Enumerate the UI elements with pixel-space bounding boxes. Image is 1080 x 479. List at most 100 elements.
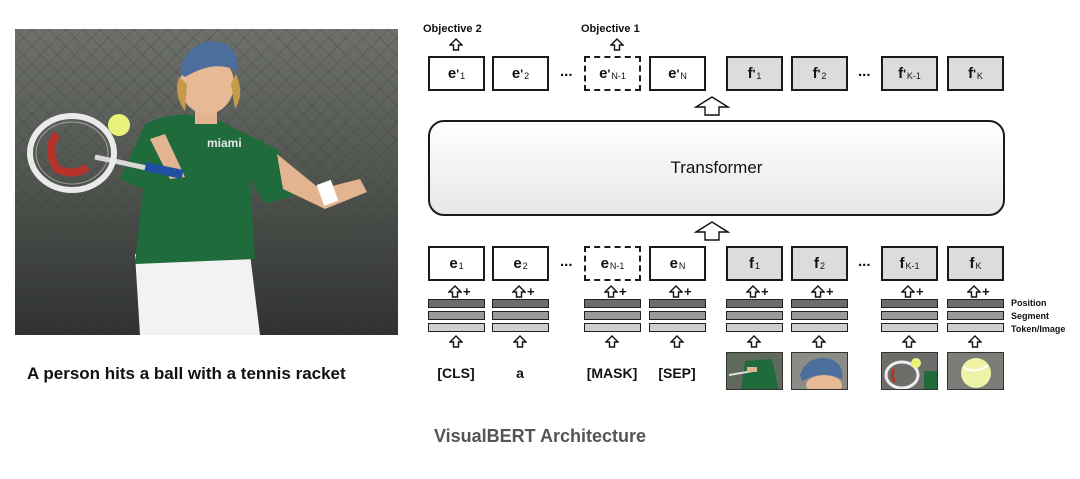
token-prime: ' bbox=[903, 66, 906, 81]
token-base: e bbox=[513, 255, 522, 272]
token-index: 2 bbox=[819, 260, 825, 271]
tennis-photo-illustration: miami bbox=[15, 29, 398, 335]
token-index: K-1 bbox=[905, 260, 920, 271]
embed-sum-arrow-icon bbox=[746, 285, 760, 298]
token-base: f bbox=[747, 65, 753, 82]
token-embedding-bar bbox=[492, 323, 549, 332]
transformer-block: Transformer bbox=[428, 120, 1005, 216]
transformer-label: Transformer bbox=[670, 158, 763, 177]
transformer-output-arrow-icon bbox=[694, 96, 730, 116]
output-text-token-masked: e'N-1 bbox=[584, 56, 641, 91]
plus-icon: + bbox=[619, 284, 627, 299]
token-base: e bbox=[511, 65, 521, 82]
token-base: f bbox=[898, 65, 904, 82]
tennis-photo: miami bbox=[15, 29, 398, 335]
token-index: N bbox=[678, 260, 686, 271]
input-arrow-icon bbox=[968, 335, 982, 348]
image-patch-1-illustration bbox=[727, 353, 782, 389]
plus-icon: + bbox=[463, 284, 471, 299]
token-index: 2 bbox=[524, 70, 530, 81]
token-index: K-1 bbox=[906, 70, 921, 81]
segment-embedding-bar bbox=[726, 311, 783, 320]
embed-sum-arrow-icon bbox=[512, 285, 526, 298]
segment-label: Segment bbox=[1011, 311, 1050, 321]
position-embedding-bar bbox=[791, 299, 848, 308]
output-image-token-1: f'1 bbox=[726, 56, 783, 91]
image-patch-k-illustration bbox=[948, 353, 1003, 389]
token-index: N bbox=[680, 70, 687, 81]
input-word-a: a bbox=[516, 365, 524, 381]
image-patch-2 bbox=[791, 352, 848, 390]
shirt-logo: miami bbox=[207, 136, 242, 150]
objective-2-label: Objective 2 bbox=[423, 23, 482, 35]
input-arrow-icon bbox=[747, 335, 761, 348]
token-index: 1 bbox=[458, 260, 464, 271]
segment-embedding-bar bbox=[791, 311, 848, 320]
input-word-cls: [CLS] bbox=[437, 365, 475, 381]
position-embedding-bar bbox=[947, 299, 1004, 308]
input-ellipsis-text: ... bbox=[560, 253, 573, 270]
token-base: e bbox=[600, 255, 609, 272]
token-base: e bbox=[599, 65, 608, 82]
token-index: 1 bbox=[754, 260, 760, 271]
embed-sum-arrow-icon bbox=[604, 285, 618, 298]
token-base: e bbox=[668, 65, 677, 82]
position-embedding-bar bbox=[649, 299, 706, 308]
plus-icon: + bbox=[527, 284, 535, 299]
token-embedding-bar bbox=[649, 323, 706, 332]
photo-caption: A person hits a ball with a tennis racke… bbox=[27, 364, 346, 383]
token-index: 1 bbox=[460, 70, 466, 81]
position-embedding-bar bbox=[492, 299, 549, 308]
embed-sum-arrow-icon bbox=[811, 285, 825, 298]
token-index: 2 bbox=[522, 260, 528, 271]
token-base: e bbox=[447, 65, 457, 82]
output-text-token-2: e'2 bbox=[492, 56, 549, 91]
input-arrow-icon bbox=[812, 335, 826, 348]
token-prime: ' bbox=[520, 66, 524, 81]
plus-icon: + bbox=[684, 284, 692, 299]
image-embedding-bar bbox=[881, 323, 938, 332]
token-index: N-1 bbox=[609, 260, 625, 271]
token-index: K bbox=[976, 70, 983, 81]
token-base: e bbox=[669, 255, 678, 272]
token-index: 2 bbox=[821, 70, 827, 81]
objective-2-arrow-icon bbox=[449, 38, 463, 51]
segment-embedding-bar bbox=[492, 311, 549, 320]
token-prime: ' bbox=[676, 66, 680, 81]
token-index: 1 bbox=[756, 70, 762, 81]
token-index: K bbox=[975, 260, 982, 271]
output-image-token-k-1: f'K-1 bbox=[881, 56, 938, 91]
input-arrow-icon bbox=[605, 335, 619, 348]
transformer-input-arrow-icon bbox=[694, 221, 730, 241]
objective-1-arrow-icon bbox=[610, 38, 624, 51]
token-base: f bbox=[748, 255, 754, 272]
segment-embedding-bar bbox=[881, 311, 938, 320]
position-label: Position bbox=[1011, 298, 1047, 308]
position-embedding-bar bbox=[726, 299, 783, 308]
segment-embedding-bar bbox=[947, 311, 1004, 320]
token-base: e bbox=[449, 255, 458, 272]
token-base: f bbox=[968, 65, 974, 82]
embed-sum-arrow-icon bbox=[669, 285, 683, 298]
output-text-token-n: e'N bbox=[649, 56, 706, 91]
image-embedding-bar bbox=[791, 323, 848, 332]
image-patch-2-illustration bbox=[792, 353, 847, 389]
position-embedding-bar bbox=[428, 299, 485, 308]
position-embedding-bar bbox=[584, 299, 641, 308]
input-arrow-icon bbox=[902, 335, 916, 348]
token-prime: ' bbox=[752, 66, 756, 81]
output-text-token-1: e'1 bbox=[428, 56, 485, 91]
token-index: N-1 bbox=[611, 70, 626, 81]
image-embedding-bar bbox=[947, 323, 1004, 332]
token-base: f bbox=[899, 255, 905, 272]
image-patch-k-1-illustration bbox=[882, 353, 937, 389]
plus-icon: + bbox=[761, 284, 769, 299]
input-arrow-icon bbox=[513, 335, 527, 348]
